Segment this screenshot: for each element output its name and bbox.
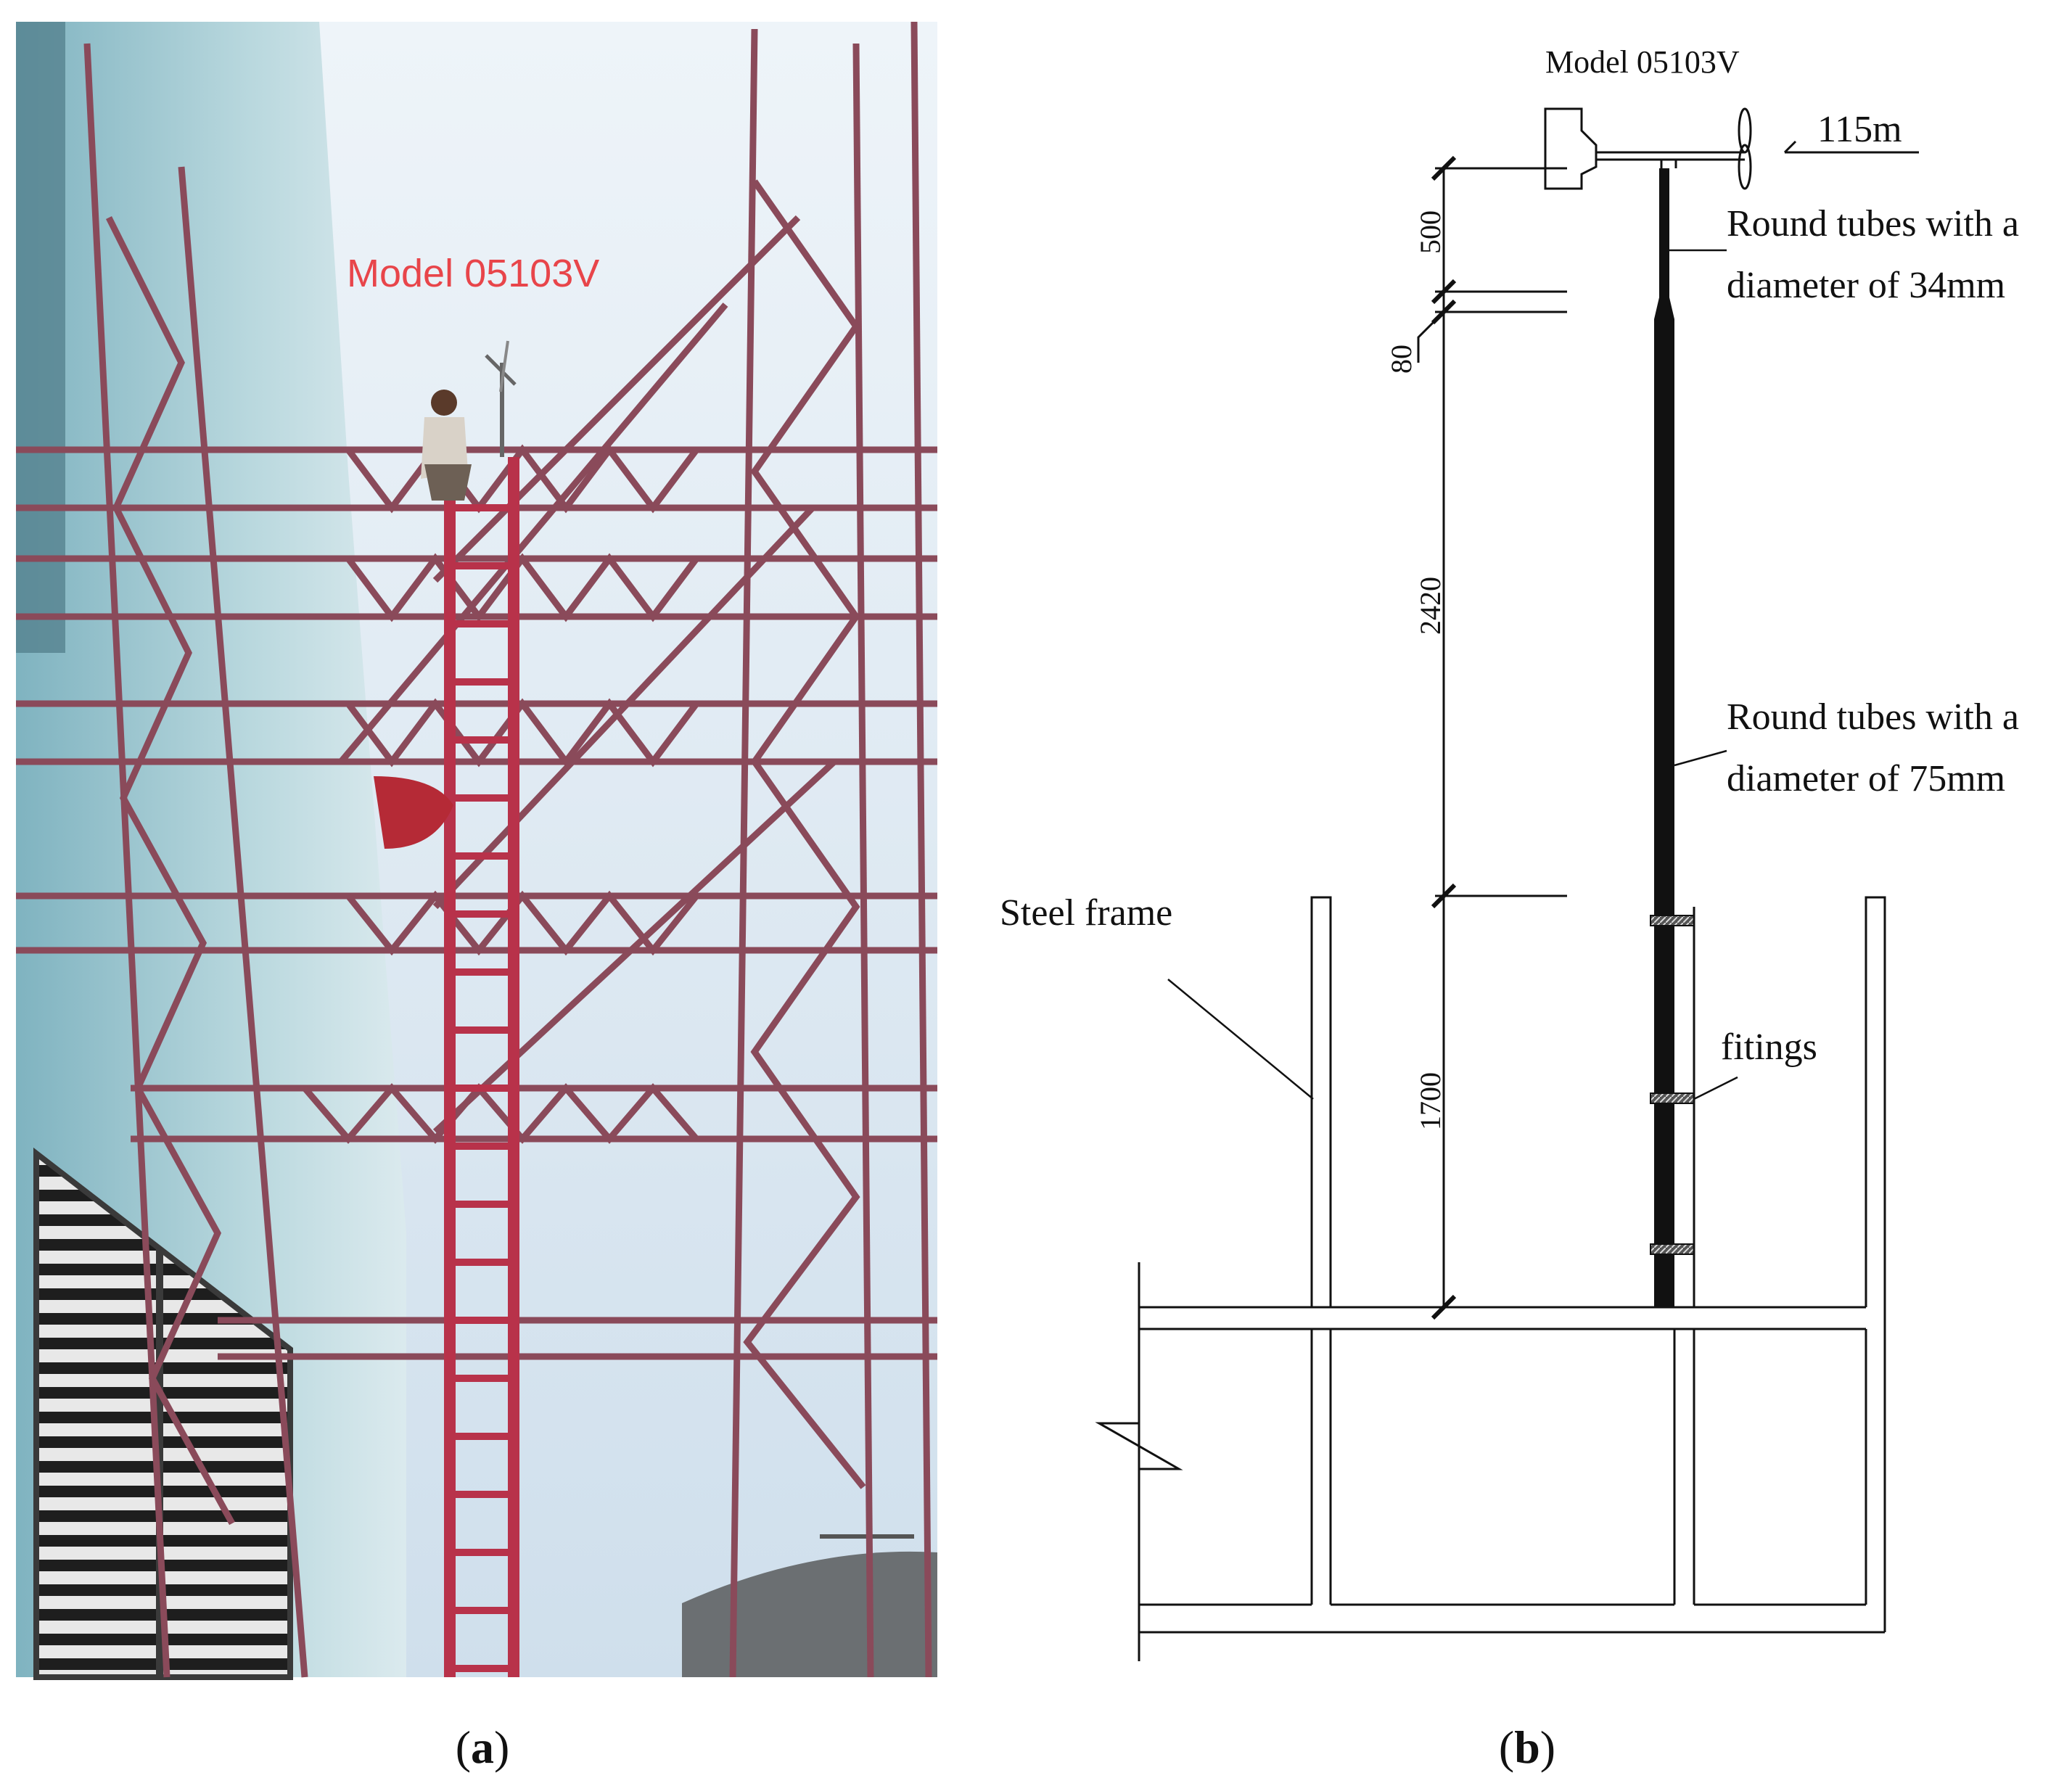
photo-scaffold xyxy=(16,21,937,1678)
photo-anemometer xyxy=(485,340,517,457)
height-label: 115m xyxy=(1817,109,1902,150)
lower-tube xyxy=(1654,319,1674,1307)
fitting-1 xyxy=(1650,915,1695,926)
fittings-label: fitings xyxy=(1721,1026,1817,1068)
photo-worker xyxy=(421,390,472,501)
height-level-marker xyxy=(1783,140,1919,154)
caption-b: (b) xyxy=(1499,1721,1555,1773)
caption-a: (a) xyxy=(456,1721,510,1773)
photo-building-shadow xyxy=(16,22,65,653)
sensor-model-label: Model 05103V xyxy=(1545,44,1740,80)
dimension-2420: 2420 xyxy=(1414,577,1447,635)
dimension-500: 500 xyxy=(1414,210,1447,254)
panel-a-photo: Model 05103V xyxy=(16,21,937,1680)
photo-ladder xyxy=(444,457,519,1677)
fitting-2 xyxy=(1650,1092,1695,1104)
dimension-chain xyxy=(1417,155,1567,1320)
lower-tube-label: Round tubes with a diameter of 75mm xyxy=(1727,696,2028,799)
dimension-1700: 1700 xyxy=(1414,1072,1447,1130)
photo-model-label: Model 05103V xyxy=(347,252,599,295)
callout-leaders xyxy=(1167,249,1738,1100)
photo-red-dish xyxy=(374,776,453,849)
upper-tube-label: Round tubes with a diameter of 34mm xyxy=(1727,203,2028,306)
fitting-3 xyxy=(1650,1243,1695,1255)
steel-frame-label: Steel frame xyxy=(1000,892,1172,934)
tube-reducer xyxy=(1654,297,1674,319)
dimension-80: 80 xyxy=(1385,345,1418,374)
sensor-head xyxy=(1544,107,1752,190)
steel-frame xyxy=(1095,896,1886,1661)
panel-b-drawing: Model 05103V 115m xyxy=(1000,44,2028,1661)
upper-tube xyxy=(1659,168,1669,297)
